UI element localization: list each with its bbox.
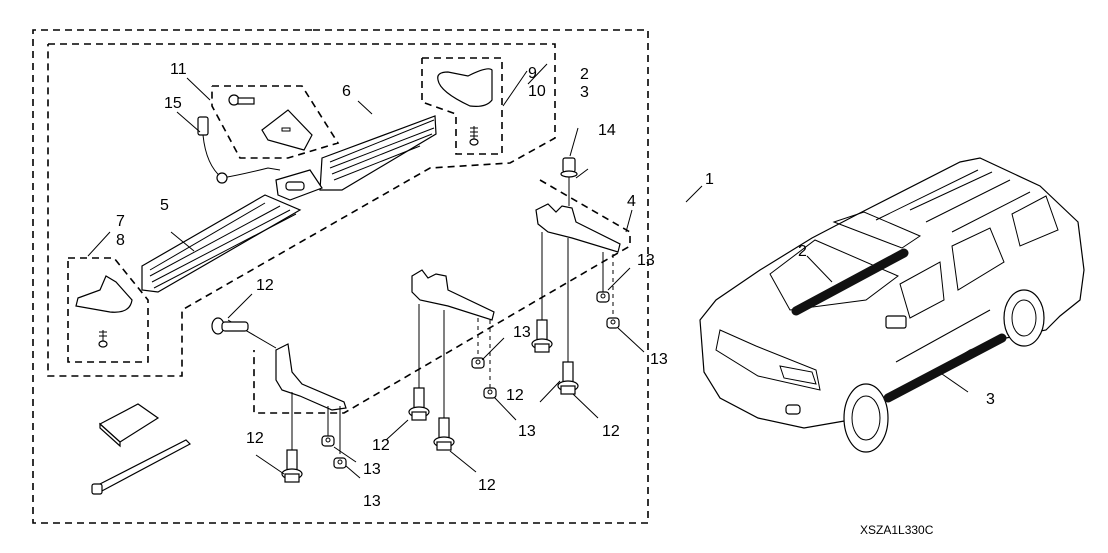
callout-13: 13: [363, 493, 381, 510]
callout-12: 12: [256, 277, 274, 294]
callout-12: 12: [372, 437, 390, 454]
callout-7: 7: [116, 213, 125, 230]
vehicle-callout-2: 2: [798, 243, 807, 260]
callout-13: 13: [363, 461, 381, 478]
callout-6: 6: [342, 83, 351, 100]
front-step-highlight: [791, 248, 909, 316]
bolt-12: [531, 319, 553, 353]
callout-13: 13: [518, 423, 536, 440]
reference-code: XSZA1L330C: [860, 523, 934, 537]
bolt-12: [408, 387, 430, 421]
callout-12: 12: [246, 430, 264, 447]
vehicle-callout-3: 3: [986, 391, 995, 408]
callout-2-kit: 2: [580, 66, 589, 83]
vehicle-illustration: [699, 157, 1085, 453]
callout-3-kit: 3: [580, 84, 589, 101]
callout-1: 1: [705, 171, 714, 188]
kit-boundary-step-assembly: [47, 43, 556, 377]
kit-boundary-bracket: [253, 179, 631, 414]
callout-12: 12: [478, 477, 496, 494]
kit-boundary-11: [211, 85, 340, 159]
nut-13: [333, 457, 347, 469]
step-pad-right: [319, 115, 437, 191]
bolt-12: [557, 361, 579, 395]
leader-lines: [87, 63, 969, 479]
light-bracket: [228, 94, 313, 151]
callout-10: 10: [528, 83, 546, 100]
kit-boundary-9-10: [421, 57, 503, 155]
callout-5: 5: [160, 197, 169, 214]
step-pad-left: [141, 194, 302, 293]
callout-14: 14: [598, 122, 616, 139]
callout-9: 9: [528, 65, 537, 82]
clip-9-10: [437, 68, 493, 146]
callout-13: 13: [650, 351, 668, 368]
callout-13: 13: [637, 252, 655, 269]
callout-13: 13: [513, 324, 531, 341]
callout-4: 4: [627, 193, 636, 210]
bolt-12: [433, 417, 455, 451]
spacer-14: [560, 157, 578, 206]
nut-13: [596, 291, 610, 303]
nut-13: [606, 317, 620, 329]
kit-boundary-7-8: [67, 257, 149, 363]
callout-12: 12: [506, 387, 524, 404]
callout-12: 12: [602, 423, 620, 440]
courtesy-light-harness: [197, 116, 323, 201]
kit-boundary-outer: [32, 29, 649, 524]
bolt-12-horizontal: [211, 317, 249, 335]
mounting-bracket-middle: [411, 269, 495, 418]
callout-11: 11: [170, 61, 187, 78]
nut-13: [321, 435, 335, 447]
callout-15: 15: [164, 95, 182, 112]
bolt-12: [281, 449, 303, 483]
clip-7-8: [75, 275, 133, 348]
adhesive-pad: [98, 403, 160, 448]
nut-13: [483, 387, 497, 399]
mounting-bracket-rear: [535, 203, 621, 362]
cable-tie: [91, 439, 191, 495]
callout-8: 8: [116, 232, 125, 249]
side-step-highlight: [883, 333, 1007, 403]
nut-13: [471, 357, 485, 369]
